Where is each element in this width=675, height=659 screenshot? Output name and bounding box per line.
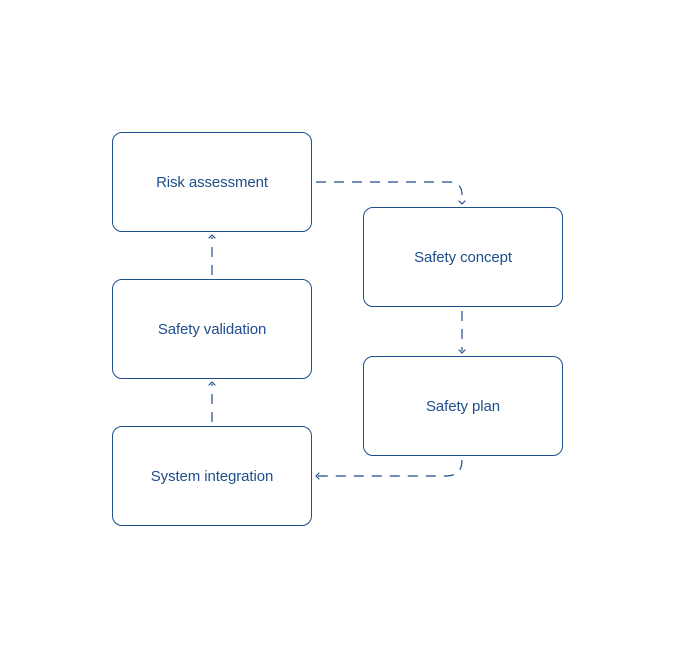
edge-risk-to-concept [316, 181, 463, 202]
arrowhead-concept [458, 200, 466, 205]
node-label-safety-plan: Safety plan [426, 397, 500, 415]
node-label-safety-validation: Safety validation [157, 320, 267, 338]
arrowhead-validation [208, 381, 216, 386]
node-label-safety-concept: Safety concept [414, 248, 512, 266]
node-safety-concept: Safety concept [363, 207, 563, 307]
node-label-system-integration: System integration [150, 467, 274, 485]
arrowhead-plan [458, 349, 466, 354]
arrowhead-integration [315, 472, 320, 480]
edge-plan-to-integration [317, 459, 463, 477]
node-system-integration: System integration [112, 426, 312, 526]
node-risk-assessment: Risk assessment [112, 132, 312, 232]
node-safety-validation: Safety validation [112, 279, 312, 379]
arrowhead-risk [208, 234, 216, 239]
node-safety-plan: Safety plan [363, 356, 563, 456]
node-label-risk-assessment: Risk assessment [156, 173, 268, 191]
